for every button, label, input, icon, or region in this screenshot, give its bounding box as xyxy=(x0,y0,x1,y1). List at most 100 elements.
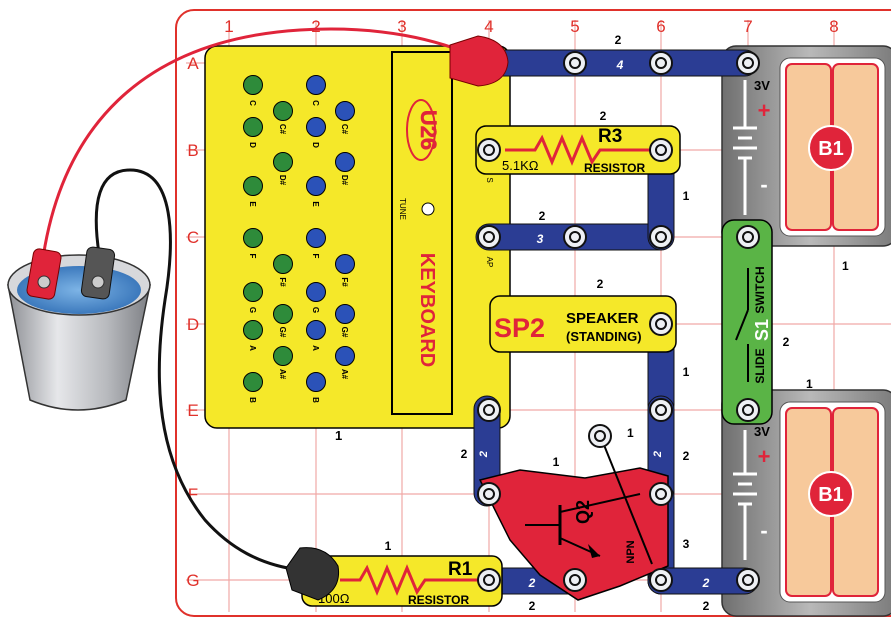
column-label: 4 xyxy=(484,17,493,36)
battery-top-plus: + xyxy=(758,98,771,123)
snap-contact[interactable] xyxy=(650,139,672,161)
keyboard-key-label: D# xyxy=(340,175,349,186)
snap-contact[interactable] xyxy=(564,569,586,591)
column-label: 6 xyxy=(656,17,665,36)
row-label: D xyxy=(187,315,199,334)
speaker-id: SP2 xyxy=(494,313,545,343)
speaker-line1: SPEAKER xyxy=(566,310,639,327)
keyboard-key-label: C xyxy=(311,100,320,106)
snap-contact[interactable] xyxy=(650,483,672,505)
snap-contact[interactable] xyxy=(737,399,759,421)
wire-g-left-number: 2 xyxy=(528,576,536,590)
keyboard-key-label: G xyxy=(311,307,320,313)
snap-contact[interactable] xyxy=(650,399,672,421)
snap-contact[interactable] xyxy=(478,399,500,421)
snap-contact[interactable] xyxy=(478,139,500,161)
keyboard-u26[interactable]: U26 KEYBOARD TUNE S AP C D E F G A B C# D# F# G# A#… xyxy=(205,46,510,428)
keyboard-key-label: F# xyxy=(340,277,349,287)
keyboard-key-label: F# xyxy=(278,277,287,287)
switch-line2: SLIDE xyxy=(753,348,767,383)
column-label: 2 xyxy=(311,17,320,36)
transistor-id: Q2 xyxy=(573,500,593,524)
snap-contact[interactable] xyxy=(737,52,759,74)
snap-contact[interactable] xyxy=(478,483,500,505)
wire-c-level: 2 xyxy=(539,209,546,223)
transistor-level: 1 xyxy=(553,455,560,469)
switch-line1: SWITCH xyxy=(753,266,767,313)
snap-contact[interactable] xyxy=(564,226,586,248)
wire-col4-lower-level: 2 xyxy=(461,447,468,461)
snap-contact[interactable] xyxy=(650,52,672,74)
wire-a-number: 4 xyxy=(616,58,624,72)
keyboard-key-label: G# xyxy=(340,327,349,338)
keyboard-key-label: D# xyxy=(278,175,287,186)
snap-contact[interactable] xyxy=(564,52,586,74)
snap-contact[interactable] xyxy=(650,226,672,248)
snap-contact[interactable] xyxy=(650,569,672,591)
column-label: 1 xyxy=(224,17,233,36)
keyboard-key-label: A xyxy=(248,345,257,351)
snap-contact[interactable] xyxy=(478,569,500,591)
keyboard-pin-ap: AP xyxy=(485,257,494,268)
snap-contact[interactable] xyxy=(737,226,759,248)
keyboard-key-label: D xyxy=(248,142,257,148)
keyboard-key-label: B xyxy=(248,397,257,403)
r1-level: 1 xyxy=(385,539,392,553)
battery-top-level: 1 xyxy=(842,259,849,273)
switch-level: 2 xyxy=(783,335,790,349)
wire-col6-upper-level: 1 xyxy=(683,365,690,379)
snap-contact[interactable] xyxy=(589,425,611,447)
r3-level: 2 xyxy=(600,109,607,123)
wire-col6-lower-number: 2 xyxy=(652,451,664,458)
r3-id: R3 xyxy=(598,126,622,147)
speaker-level: 2 xyxy=(597,277,604,291)
row-label: A xyxy=(187,54,199,73)
keyboard-key-label: A# xyxy=(340,369,349,380)
keyboard-key-label: F xyxy=(311,254,320,259)
keyboard-key-label: G xyxy=(248,307,257,313)
keyboard-pin-s: S xyxy=(485,177,494,182)
keyboard-key-label: B xyxy=(311,397,320,403)
battery-top-id: B1 xyxy=(818,138,844,160)
keyboard-title: KEYBOARD xyxy=(416,253,438,367)
keyboard-key-label: E xyxy=(248,201,257,207)
wire-c-number: 3 xyxy=(537,232,544,246)
row-label: B xyxy=(187,141,198,160)
wire-g-right-level: 2 xyxy=(703,599,710,613)
keyboard-id: U26 xyxy=(416,110,441,150)
r1-label: RESISTOR xyxy=(408,593,469,607)
battery-bottom-id: B1 xyxy=(818,484,844,506)
r1-id: R1 xyxy=(448,559,473,580)
keyboard-key-label: D xyxy=(311,142,320,148)
r3-value: 5.1KΩ xyxy=(502,158,539,173)
snap-contact[interactable] xyxy=(737,569,759,591)
keyboard-level: 1 xyxy=(335,428,342,443)
battery-bottom-plus: + xyxy=(758,444,771,469)
wire-col4-lower-number: 2 xyxy=(478,451,490,458)
wire-col6-lower-level: 2 xyxy=(683,449,690,463)
transistor-pin-level: 1 xyxy=(627,426,634,440)
tune-label: TUNE xyxy=(398,198,407,220)
column-label: 7 xyxy=(743,17,752,36)
keyboard-key-label: A# xyxy=(278,369,287,380)
speaker-line2: (STANDING) xyxy=(566,329,642,344)
keyboard-key-label: G# xyxy=(278,327,287,338)
row-label: C xyxy=(187,228,199,247)
battery-top-minus: - xyxy=(760,172,767,197)
wire-g-right-number: 2 xyxy=(702,576,710,590)
battery-bottom-minus: - xyxy=(760,518,767,543)
row-label: E xyxy=(187,401,198,420)
row-label: G xyxy=(186,571,199,590)
keyboard-key-label: A xyxy=(311,345,320,351)
snap-contact[interactable] xyxy=(650,313,672,335)
keyboard-key-label: F xyxy=(248,254,257,259)
transistor-type: NPN xyxy=(625,540,637,563)
switch-id: S1 xyxy=(752,319,772,341)
battery-top-voltage: 3V xyxy=(754,78,770,93)
wire-g-left-level: 2 xyxy=(529,599,536,613)
keyboard-key-label: C# xyxy=(278,124,287,135)
wire-a-level: 2 xyxy=(615,33,622,47)
column-label: 5 xyxy=(570,17,579,36)
snap-contact[interactable] xyxy=(478,226,500,248)
